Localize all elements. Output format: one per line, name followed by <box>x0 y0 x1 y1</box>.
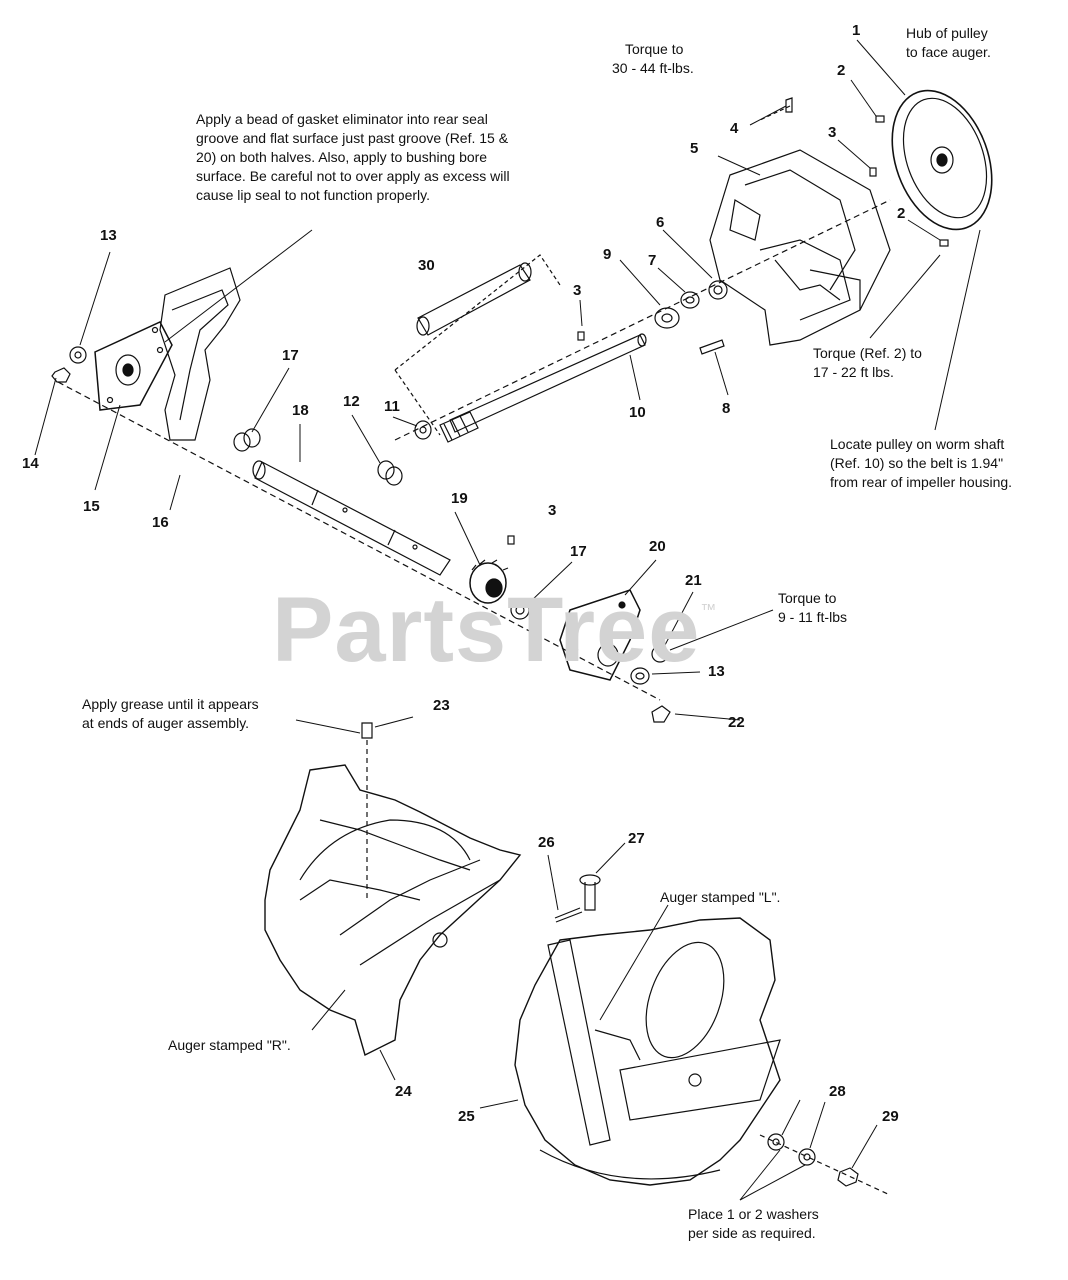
watermark-text: PartsTree <box>272 579 701 681</box>
callout-3c: 3 <box>548 502 557 519</box>
callout-14: 14 <box>22 455 39 472</box>
callout-2b: 2 <box>897 205 906 222</box>
bushing-part-17a <box>233 428 261 452</box>
worm-shaft-part-10 <box>439 333 647 443</box>
callout-27: 27 <box>628 830 645 847</box>
torque-21-note-line2: 9 - 11 ft-lbs <box>778 609 847 625</box>
nut-part-21 <box>651 645 669 663</box>
watermark-tm: ™ <box>700 602 718 619</box>
callout-3a: 3 <box>828 124 837 141</box>
torque-4-note-line2: 30 - 44 ft-lbs. <box>612 60 694 76</box>
bushing-part-17b <box>510 600 530 620</box>
callout-5: 5 <box>690 140 699 157</box>
auger-shaft-part-18 <box>252 460 451 576</box>
clevis-pin-part-27 <box>579 874 601 911</box>
callout-25: 25 <box>458 1108 475 1125</box>
callout-6: 6 <box>656 214 665 231</box>
washer-part-6 <box>708 280 728 300</box>
nut-part-29 <box>837 1167 859 1187</box>
bolt-part-4 <box>785 97 793 113</box>
washer-part-28b <box>798 1148 816 1166</box>
callout-21: 21 <box>685 572 702 589</box>
key-part-3c <box>507 535 515 545</box>
grease-note-line2: at ends of auger assembly. <box>82 715 250 731</box>
auger-axis-line <box>57 381 661 701</box>
pulley-part-1 <box>891 89 993 231</box>
group-dashed-box <box>394 254 561 436</box>
washer-part-11 <box>414 420 432 440</box>
auger-l-part-25 <box>514 917 781 1186</box>
grease-fitting-part-23 <box>361 722 373 739</box>
pulley-note-line3: from rear of impeller housing. <box>830 474 1013 490</box>
bearing-part-9 <box>654 307 680 329</box>
bolt-part-22 <box>651 705 671 723</box>
callout-17a: 17 <box>282 347 299 364</box>
gasket-note: Apply a bead of gasket eliminator into r… <box>196 111 510 203</box>
bearing-part-7 <box>680 291 700 309</box>
washers-note-line1: Place 1 or 2 washers <box>688 1206 819 1222</box>
set-screw-part-2a <box>875 115 885 123</box>
callout-8: 8 <box>722 400 731 417</box>
gearbox-half-part-15 <box>94 321 173 411</box>
callout-9: 9 <box>603 246 612 263</box>
grease-note-line1: Apply grease until it appears <box>82 696 259 712</box>
callout-15: 15 <box>83 498 100 515</box>
seal-part-13b <box>630 667 650 685</box>
callout-10: 10 <box>629 404 646 421</box>
hub-note-line1: Hub of pulley <box>906 25 988 41</box>
callout-7: 7 <box>648 252 657 269</box>
torque-21-note-line1: Torque to <box>778 590 837 606</box>
washer-part-28a <box>767 1133 785 1151</box>
callout-18: 18 <box>292 402 309 419</box>
cotter-pin-part-26 <box>554 907 583 923</box>
callout-16: 16 <box>152 514 169 531</box>
pulley-note-line1: Locate pulley on worm shaft <box>830 436 1005 452</box>
torque-4-note-line1: Torque to <box>625 41 684 57</box>
callout-12: 12 <box>343 393 360 410</box>
callout-29: 29 <box>882 1108 899 1125</box>
callout-23: 23 <box>433 697 450 714</box>
worm-gear-part-19 <box>469 559 509 604</box>
callout-13a: 13 <box>100 227 117 244</box>
leader-lines <box>34 39 981 1201</box>
callout-19: 19 <box>451 490 468 507</box>
auger-r-note: Auger stamped "R". <box>168 1037 291 1053</box>
callout-1: 1 <box>852 22 861 39</box>
washers-note-line2: per side as required. <box>688 1225 816 1241</box>
auger-r-part-24 <box>264 764 522 1057</box>
spacer-tube-part-30 <box>416 262 532 336</box>
watermark: PartsTree™ <box>272 578 717 683</box>
callout-24: 24 <box>395 1083 412 1100</box>
callout-22: 22 <box>728 714 745 731</box>
hub-note-line2: to face auger. <box>906 44 991 60</box>
gasket-part-16 <box>159 267 241 441</box>
auger-l-note: Auger stamped "L". <box>660 889 781 905</box>
callout-17b: 17 <box>570 543 587 560</box>
callout-26: 26 <box>538 834 555 851</box>
key-part-3b <box>577 331 585 341</box>
callout-28: 28 <box>829 1083 846 1100</box>
key-part-3a <box>869 167 877 177</box>
shaft-axis-line <box>394 199 891 441</box>
callout-30: 30 <box>418 257 435 274</box>
callout-13b: 13 <box>708 663 725 680</box>
callout-11: 11 <box>384 398 400 415</box>
torque-2-note-line2: 17 - 22 ft lbs. <box>813 364 894 380</box>
callout-3b: 3 <box>573 282 582 299</box>
seal-part-13a <box>69 346 87 364</box>
set-screw-part-2b <box>939 239 949 247</box>
callout-2a: 2 <box>837 62 846 79</box>
impeller-housing-part-5 <box>709 149 891 346</box>
callout-20: 20 <box>649 538 666 555</box>
gearbox-half-part-20 <box>559 589 641 681</box>
pin-part-8 <box>699 339 725 355</box>
pulley-note-line2: (Ref. 10) so the belt is 1.94" <box>830 455 1004 471</box>
nut-part-14 <box>51 367 71 383</box>
torque-2-note-line1: Torque (Ref. 2) to <box>813 345 922 361</box>
bearing-part-12 <box>377 460 403 486</box>
callout-4: 4 <box>730 120 739 137</box>
